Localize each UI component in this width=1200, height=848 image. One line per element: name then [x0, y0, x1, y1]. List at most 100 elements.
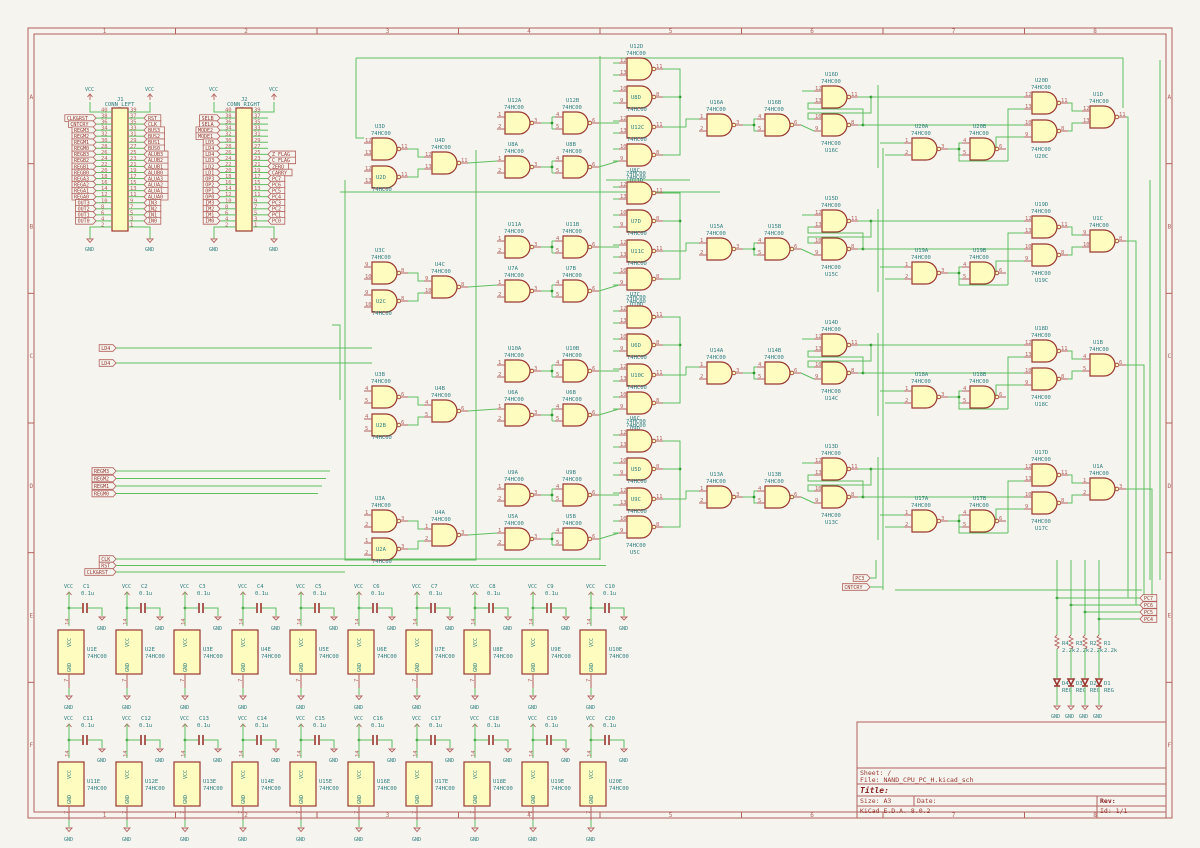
gnd-label: GND: [1051, 714, 1060, 720]
pin-number: 12: [620, 182, 627, 188]
pin-number: 2: [905, 522, 908, 528]
ic-vcc-pin-label: VCC: [67, 638, 73, 647]
pin-number: 12: [620, 306, 627, 312]
pin-number: 10: [425, 288, 432, 294]
gate-ref: U4C: [435, 262, 445, 268]
ic-value: 74HC00: [435, 654, 455, 660]
ic-value: 74HC00: [319, 654, 339, 660]
gnd-label: GND: [64, 705, 73, 711]
cap-ref: C20: [605, 716, 615, 722]
net-label-im3: IM3: [205, 201, 214, 207]
gate-value: 74HC00: [706, 355, 726, 361]
zone-col-7-bottom: 7: [952, 812, 956, 819]
net-label-regm3: REGM3: [74, 128, 89, 134]
cap-ref: C5: [315, 584, 322, 590]
pin-number: 9: [620, 98, 623, 104]
pin-number: 35: [130, 120, 137, 126]
pin-number: 14: [471, 618, 477, 625]
cap-ref: C3: [199, 584, 206, 590]
net-label-mode1: MODE1: [198, 134, 213, 140]
vcc-label: VCC: [354, 716, 363, 722]
pin-number: 1: [498, 484, 501, 490]
pin-number: 12: [620, 58, 627, 64]
pin-number: 5: [758, 374, 761, 380]
ic-value: 74HC00: [87, 786, 107, 792]
pin-number: 11: [254, 192, 261, 198]
pin-number: 13: [620, 70, 627, 76]
pin-number: 8: [656, 522, 659, 528]
gate-ref: U2A: [376, 547, 387, 553]
net-label-mode2: MODE2: [198, 128, 213, 134]
gnd-label: GND: [209, 247, 218, 253]
pin-number: 10: [1025, 368, 1032, 374]
gnd-label: GND: [238, 837, 247, 843]
ic-gnd-pin-label: GND: [473, 795, 479, 804]
pin-number: 1: [498, 236, 501, 242]
gate-value: 74HC00: [372, 187, 392, 193]
pin-number: 6: [999, 268, 1002, 274]
gate-value: 74HC00: [969, 379, 989, 385]
pin-number: 1: [1083, 478, 1086, 484]
pin-number: 9: [620, 404, 623, 410]
gate-ref: U14B: [768, 348, 782, 354]
pin-number: 3: [941, 144, 944, 150]
pin-number: 10: [815, 362, 822, 368]
ic-gnd-pin-label: GND: [241, 795, 247, 804]
gate-value: 74HC00: [969, 255, 989, 261]
resistor-ref: R1: [1104, 641, 1111, 647]
pin-number: 3: [534, 410, 537, 416]
gate-value: 74HC00: [626, 51, 646, 57]
pin-number: 5: [556, 496, 559, 502]
cap-ref: C16: [373, 716, 383, 722]
cap-ref: C10: [605, 584, 615, 590]
gate-value: 74HC00: [627, 479, 647, 485]
pin-number: 9: [620, 470, 623, 476]
net-label-regb3: REGB3: [74, 152, 89, 158]
pin-number: 6: [592, 366, 595, 372]
gate-value: 74HC00: [504, 229, 524, 235]
gate-value: 74HC00: [627, 509, 647, 515]
ic-ref: U7E: [435, 647, 445, 653]
gate-value: 74HC00: [764, 107, 784, 113]
pin-number: 8: [1061, 126, 1064, 132]
pin-number: 10: [815, 238, 822, 244]
pin-number: 6: [592, 162, 595, 168]
gate-value: 74HC00: [1031, 395, 1051, 401]
ic-value: 74HC00: [145, 654, 165, 660]
pin-number: 11: [1061, 98, 1068, 104]
pin-number: 40: [101, 108, 108, 114]
pin-number: 12: [365, 166, 372, 172]
pin-number: 9: [815, 498, 818, 504]
pin-number: 6: [101, 210, 104, 216]
pin-number: 4: [556, 404, 560, 410]
ic-gnd-pin-label: GND: [415, 795, 421, 804]
gate-value: 74HC00: [431, 145, 451, 151]
net-label-regb2: REGB2: [74, 158, 89, 164]
zone-col-8: 8: [1093, 28, 1097, 35]
pin-number: 5: [425, 412, 428, 418]
pin-number: 10: [620, 86, 627, 92]
pin-number: 29: [130, 138, 137, 144]
ic-vcc-pin-label: VCC: [299, 770, 305, 779]
pin-number: 7: [64, 679, 70, 682]
pin-number: 1: [498, 404, 501, 410]
zone-col-2: 2: [244, 28, 248, 35]
pin-number: 25: [254, 150, 261, 156]
pin-number: 34: [225, 126, 232, 132]
pin-number: 6: [794, 120, 797, 126]
pin-number: 4: [101, 216, 105, 222]
cap-value: 0.1u: [487, 591, 500, 597]
